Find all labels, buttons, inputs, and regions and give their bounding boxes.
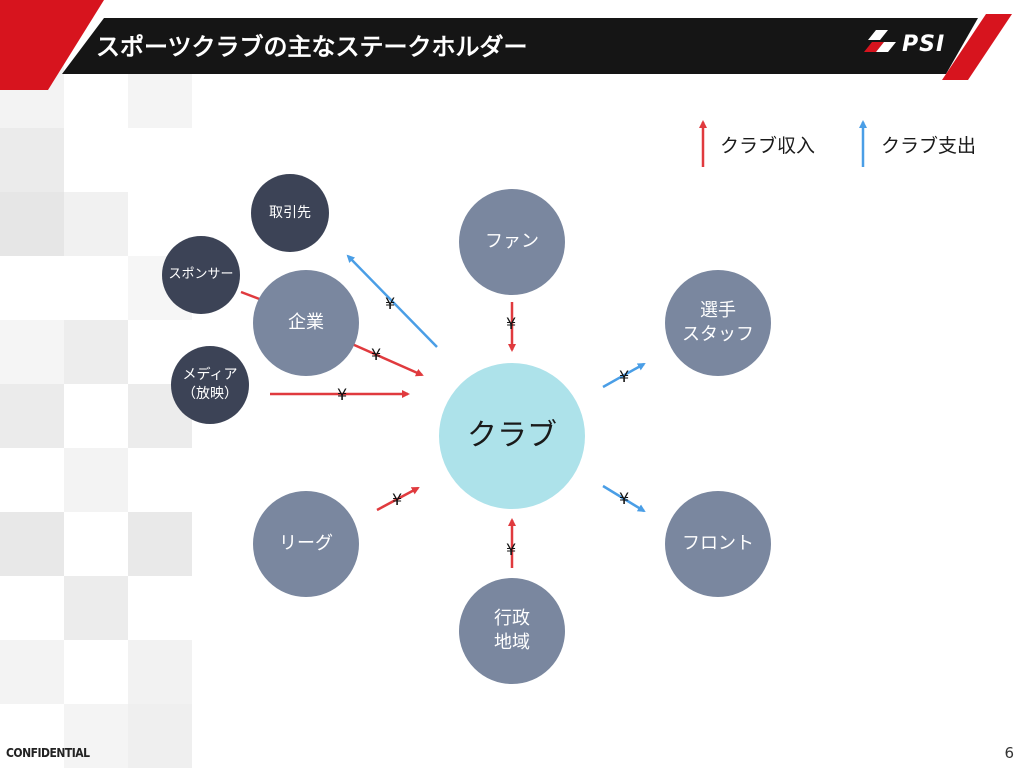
checker-tile [128,64,192,128]
node-media: メディア （放映） [171,346,249,424]
node-front-label: フロント [682,532,754,554]
checker-tile [64,448,128,512]
checker-tile [0,320,64,384]
node-league: リーグ [253,491,359,597]
node-club-label: クラブ [467,417,557,453]
page-number: 6 [1004,744,1014,762]
node-media-label: メディア （放映） [182,367,238,402]
yen-label-government: ¥ [506,540,517,559]
legend-income-label: クラブ収入 [720,135,816,157]
legend-expense-label: クラブ支出 [881,135,977,157]
psi-logo-mark [864,30,896,52]
node-fan-label: ファン [485,230,539,252]
node-supplier-label: 取引先 [269,204,311,221]
node-front: フロント [665,491,771,597]
node-government: 行政 地域 [459,578,565,684]
header-decoration [0,0,1012,90]
checker-tile [128,704,192,768]
node-government-label: 行政 地域 [494,607,530,653]
yen-label-media: ¥ [337,385,348,404]
checker-tile [64,320,128,384]
header-black-bar [62,18,978,74]
yen-label-front: ¥ [619,489,630,508]
node-sponsor: スポンサー [162,236,240,314]
checker-tile [0,512,64,576]
checker-tile [128,640,192,704]
page-title: スポーツクラブの主なステークホルダー [96,33,528,61]
header-red-corner-right [942,14,1012,80]
node-club: クラブ [439,363,585,509]
header-red-corner-left [0,0,104,90]
arrow-league-to-club [376,486,420,512]
arrow-club-to-players [602,362,646,389]
checker-tile [64,704,128,768]
yen-label-fan: ¥ [506,314,517,333]
checker-tile [0,384,64,448]
node-fan: ファン [459,189,565,295]
node-company-label: 企業 [288,311,324,333]
yen-label-supplier: ¥ [385,294,396,313]
arrow-company-to-club [351,342,424,377]
yen-label-company: ¥ [371,345,382,364]
node-supplier: 取引先 [251,174,329,252]
node-player-staff: 選手 スタッフ [665,270,771,376]
confidential-label: CONFIDENTIAL [6,746,90,760]
checker-tile [0,640,64,704]
psi-logo-text: PSI [902,32,946,57]
node-player-staff-label: 選手 スタッフ [682,299,754,345]
checker-tile [64,576,128,640]
arrow-club-to-supplier [346,254,438,348]
node-company: 企業 [253,270,359,376]
checker-tile [128,512,192,576]
node-sponsor-label: スポンサー [168,267,234,283]
arrow-club-to-front [602,484,646,513]
node-league-label: リーグ [279,532,333,554]
checker-tile [0,128,64,192]
checker-tile [64,192,128,256]
yen-label-league: ¥ [392,490,403,509]
checker-tile [0,192,64,256]
yen-label-players: ¥ [619,367,630,386]
